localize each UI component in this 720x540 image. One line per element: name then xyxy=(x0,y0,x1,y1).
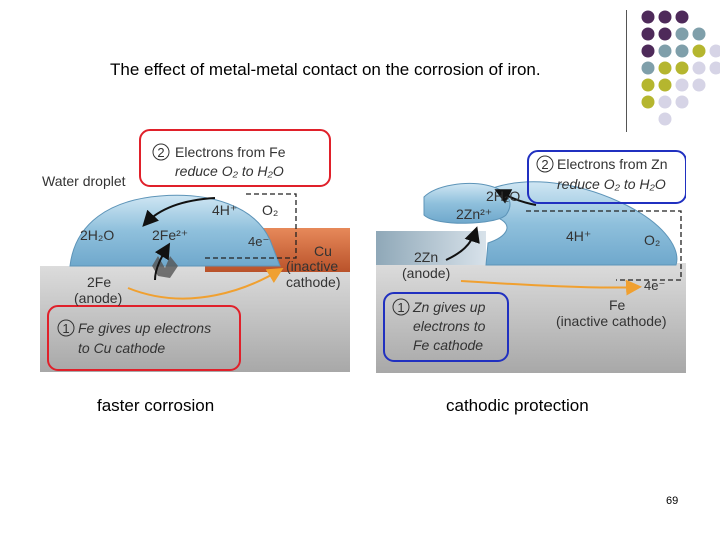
orange-electron-arrow xyxy=(127,267,284,300)
callout-step2-box xyxy=(527,150,686,204)
step1-line1: Zn gives up xyxy=(412,299,486,315)
step1-line3: Fe cathode xyxy=(413,337,483,353)
iron-metal xyxy=(40,266,350,372)
orange-electron-arrow xyxy=(460,279,642,296)
caption-cathodic-protection: cathodic protection xyxy=(446,396,589,415)
step1-number: 1 xyxy=(397,300,404,315)
cu-label: Cu xyxy=(314,243,332,259)
cu-note-line2: cathode) xyxy=(286,274,340,290)
fe-note: (inactive cathode) xyxy=(556,313,667,329)
black-arrow-fe xyxy=(154,242,171,281)
h-plus-label: 4H⁺ xyxy=(566,228,591,244)
black-arrow-up xyxy=(142,197,216,227)
callout-step1-box xyxy=(383,292,509,362)
callout-step1-box xyxy=(47,305,241,371)
o2-label: O₂ xyxy=(262,202,278,218)
diagram-cathodic-protection: 2 1 Electrons from Zn reduce O₂ to H₂O 2… xyxy=(376,150,686,373)
water-droplet xyxy=(69,194,281,267)
slide-title: The effect of metal-metal contact on the… xyxy=(110,60,541,79)
anode-label: (anode) xyxy=(402,265,450,281)
step1-line2: to Cu cathode xyxy=(78,340,165,356)
step1-line2: electrons to xyxy=(413,318,486,334)
zn-anode-label: 2Zn xyxy=(414,249,438,265)
zn2plus-label: 2Zn²⁺ xyxy=(456,206,492,222)
callout-step2-box xyxy=(139,129,331,187)
fe2plus-label: 2Fe²⁺ xyxy=(152,227,188,243)
h2o-label: 2H₂O xyxy=(80,227,114,243)
step1-number: 1 xyxy=(62,321,69,336)
step2-line2: reduce O₂ to H₂O xyxy=(557,176,666,192)
step2-number: 2 xyxy=(541,157,548,172)
e-minus-label: 4e⁻ xyxy=(644,278,665,293)
decorative-vertical-line xyxy=(626,10,627,132)
black-arrow-zn xyxy=(445,226,480,261)
h-plus-label: 4H⁺ xyxy=(212,202,237,218)
step2-line2: reduce O₂ to H₂O xyxy=(175,163,284,179)
o2-label: O₂ xyxy=(644,232,660,248)
black-arrow-h2o xyxy=(494,189,537,206)
e-minus-label: 4e⁻ xyxy=(248,234,269,249)
cu-note-line1: (inactive xyxy=(286,258,338,274)
step2-line1: Electrons from Zn xyxy=(557,156,667,172)
caption-faster-corrosion: faster corrosion xyxy=(97,396,215,415)
step1-line1: Fe gives up electrons xyxy=(78,320,211,336)
fe-anode-label: 2Fe xyxy=(87,274,111,290)
step2-line1: Electrons from Fe xyxy=(175,144,286,160)
fe-label: Fe xyxy=(609,297,626,313)
water-droplet-label: Water droplet xyxy=(42,173,126,189)
diagram-faster-corrosion: 2 1 Electrons from Fe reduce O₂ to H₂O W… xyxy=(40,129,350,372)
page-number: 69 xyxy=(666,495,679,507)
h2o-label: 2H₂O xyxy=(486,188,520,204)
water-droplet xyxy=(482,181,678,266)
anode-label: (anode) xyxy=(74,290,122,306)
step2-number: 2 xyxy=(157,145,164,160)
